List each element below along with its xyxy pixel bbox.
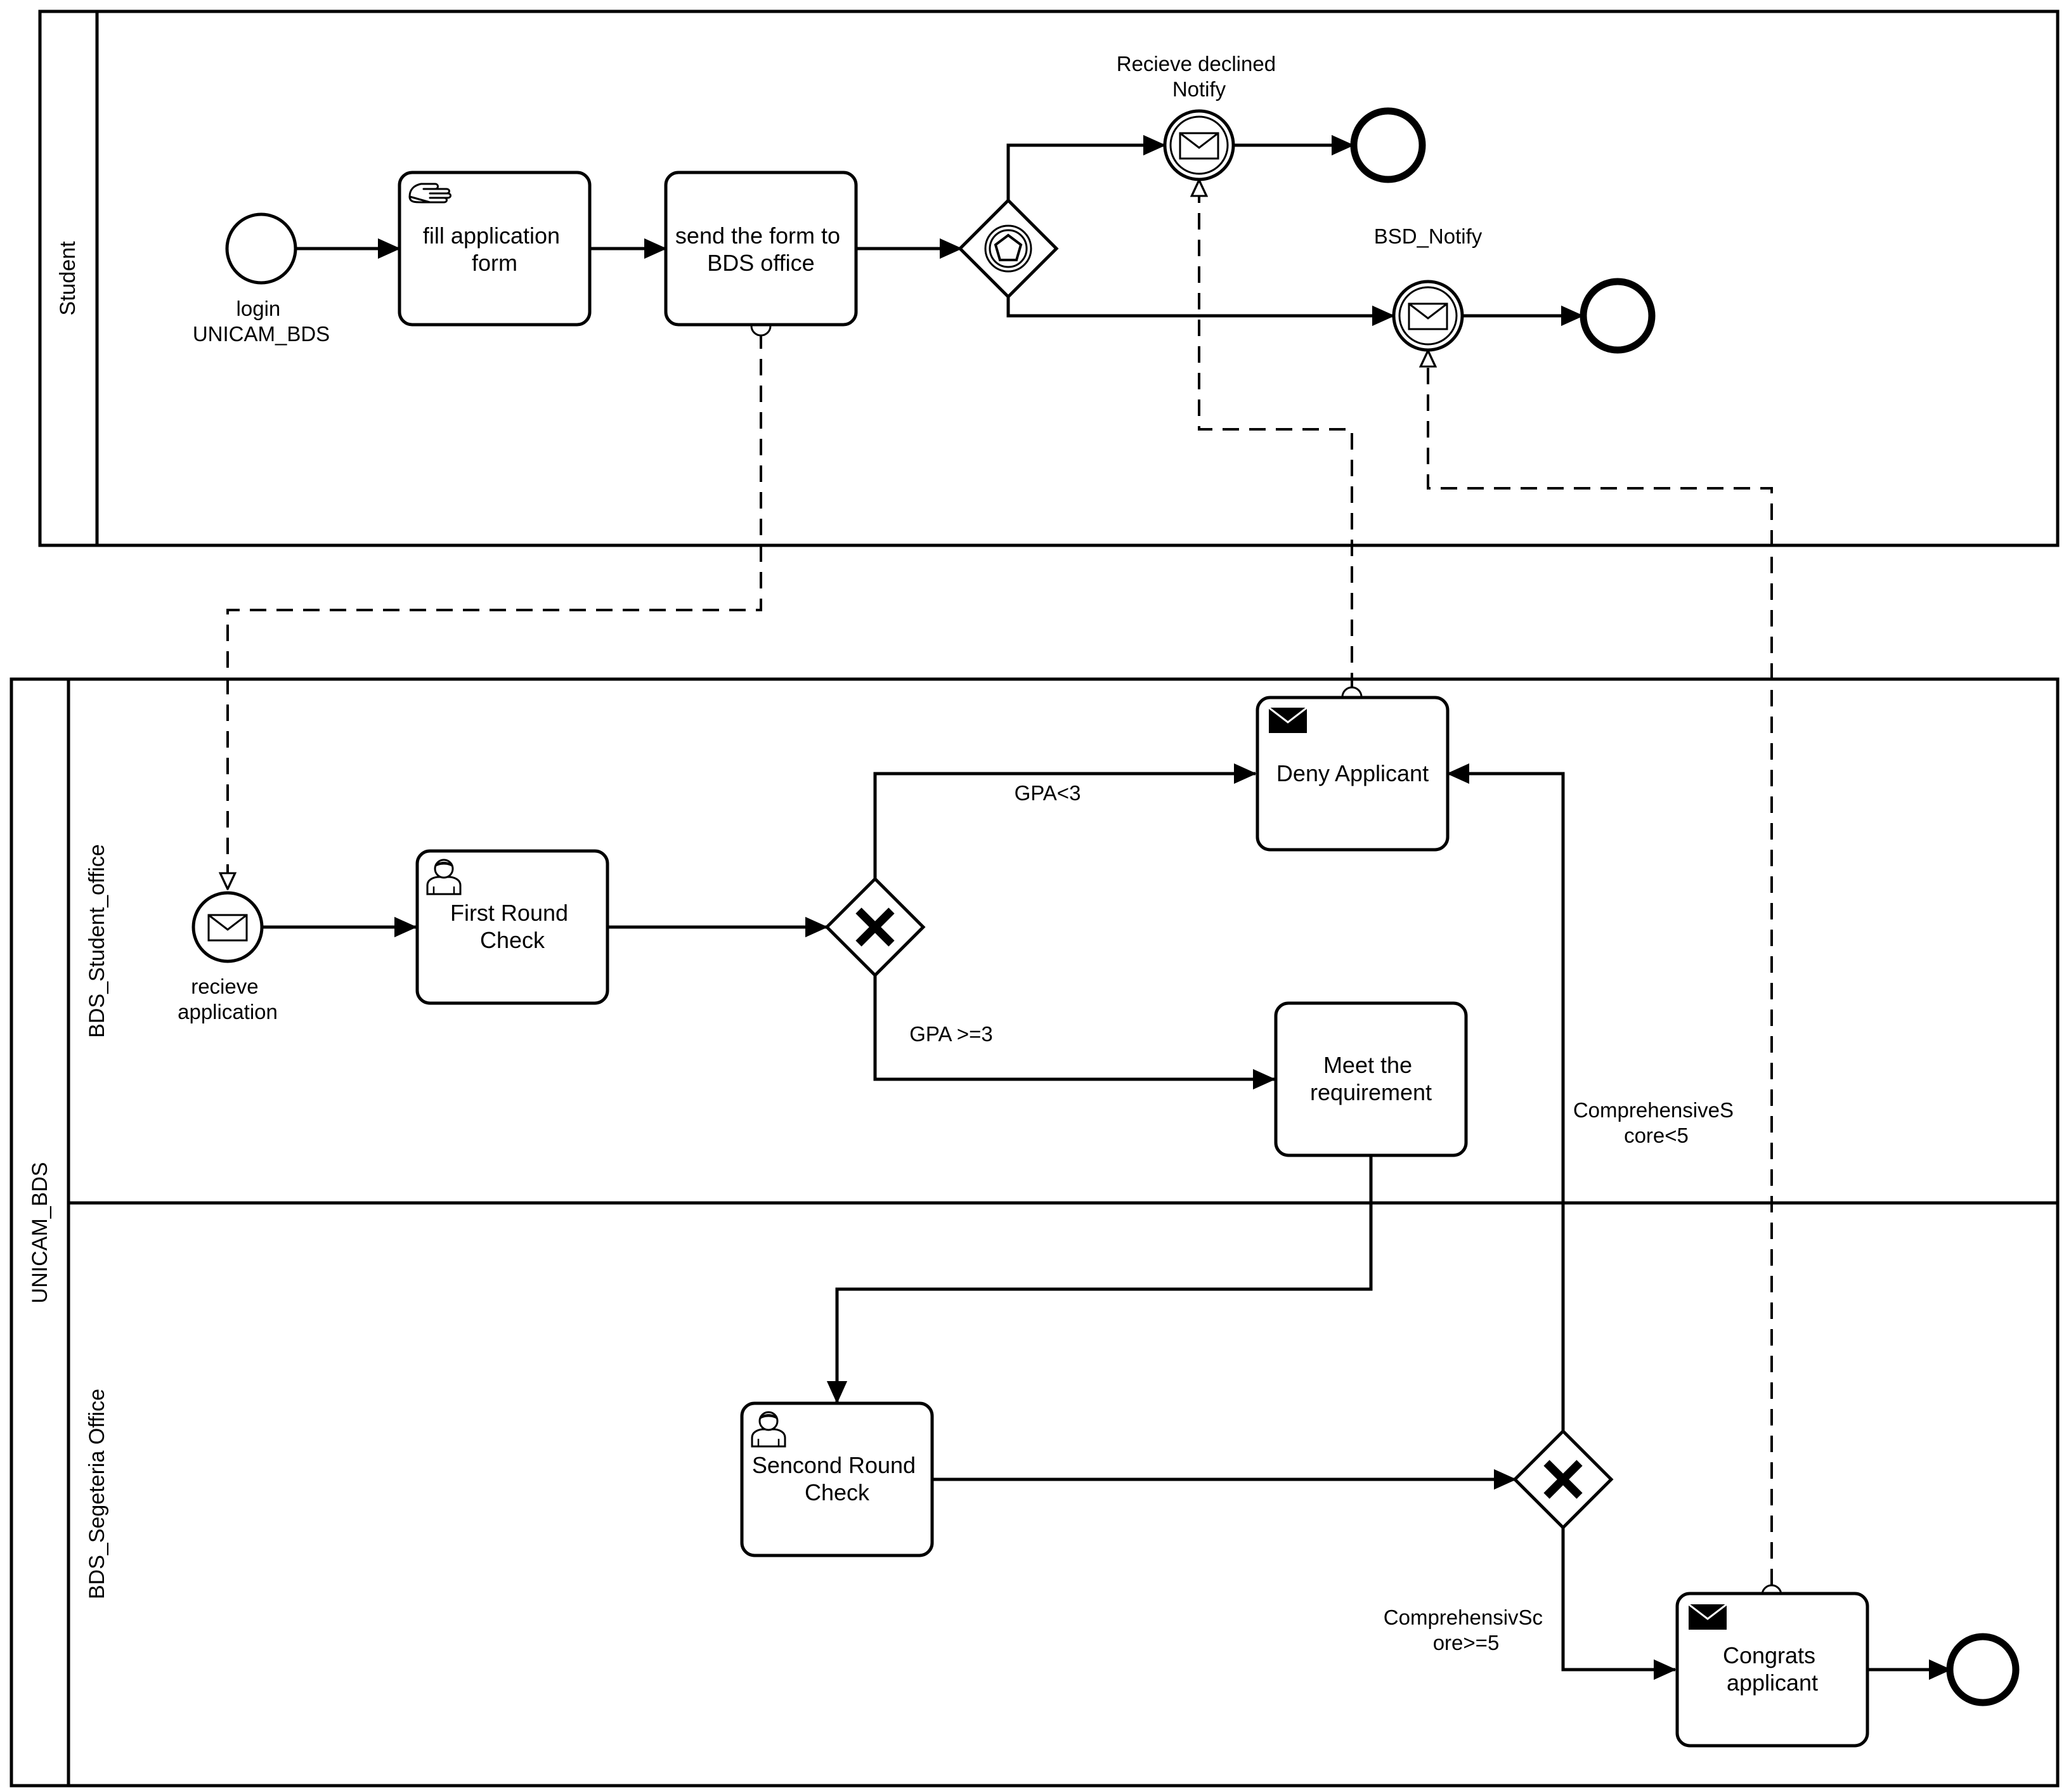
intermediate-event-declined-label: Recieve declined Notify	[1117, 52, 1282, 101]
flow-xor-to-deny	[873, 763, 1257, 879]
lane-office-label: BDS_Student_office	[85, 844, 109, 1038]
flow-meet-to-second	[826, 1155, 1373, 1404]
pool-unicam: UNICAM_BDS BDS_Student_office BDS_Segete…	[10, 677, 2060, 1788]
end-event-congrats[interactable]	[1946, 1633, 2020, 1706]
task-first-label: First Round Check	[450, 900, 574, 953]
task-fill-application-form[interactable]: fill application form	[398, 171, 592, 327]
flow-gateway-to-bsd	[1006, 297, 1395, 327]
end-event-bsd[interactable]	[1580, 278, 1656, 354]
task-congrats-applicant[interactable]: Congrats applicant	[1675, 1592, 1869, 1748]
user-icon	[751, 1411, 786, 1448]
envelope-filled-icon	[1268, 706, 1308, 733]
condition-gpa-low: GPA<3	[1015, 781, 1081, 805]
start-event-receive-label: recieve application	[178, 975, 278, 1023]
task-congrats-label: Congrats applicant	[1723, 1642, 1822, 1696]
condition-gpa-ok: GPA >=3	[909, 1022, 992, 1046]
task-second-label: Sencond Round Check	[752, 1452, 922, 1505]
intermediate-event-bsd-notify-label: BSD_Notify	[1374, 224, 1483, 248]
pool-student-label: Student	[56, 241, 80, 316]
task-send-label: send the form to BDS office	[675, 223, 847, 276]
exclusive-gateway-gpa[interactable]	[824, 876, 926, 978]
pool-unicam-label: UNICAM_BDS	[28, 1162, 52, 1304]
intermediate-event-bsd-notify[interactable]	[1392, 280, 1464, 352]
message-send-to-receive	[228, 332, 762, 889]
task-second-round-check[interactable]: Sencond Round Check	[740, 1401, 934, 1557]
lane-segeteria-label: BDS_Segeteria Office	[85, 1389, 109, 1599]
task-fill-label: fill application form	[423, 223, 566, 276]
flow-xor2-to-deny	[1446, 763, 1565, 1431]
task-deny-applicant[interactable]: Deny Applicant	[1256, 696, 1450, 852]
flow-xor-to-meet	[873, 975, 1276, 1090]
condition-score-ok: ComprehensivSc ore>=5	[1384, 1606, 1548, 1654]
user-icon	[426, 859, 462, 895]
condition-score-low: ComprehensiveS core<5	[1573, 1098, 1739, 1147]
pentagon-icon	[994, 233, 1023, 261]
task-send-form[interactable]: send the form to BDS office	[664, 171, 858, 327]
pool-student: Student	[38, 10, 2060, 547]
envelope-icon	[1408, 302, 1448, 330]
exclusive-gateway-score[interactable]	[1512, 1429, 1614, 1530]
message-deny-to-declined	[1199, 180, 1353, 689]
flow-gateway-to-declined	[1006, 134, 1166, 200]
flow-xor2-to-congrats	[1561, 1528, 1677, 1680]
start-event-receive-application[interactable]	[191, 891, 264, 963]
task-first-round-check[interactable]: First Round Check	[415, 849, 609, 1005]
intermediate-event-declined[interactable]	[1163, 109, 1235, 181]
message-congrats-to-bsd	[1428, 351, 1773, 1585]
sequence-flows	[262, 134, 1952, 1680]
start-event-login-label: login UNICAM_BDS	[193, 297, 330, 346]
task-meet-requirement[interactable]: Meet the requirement	[1274, 1001, 1468, 1157]
start-event-login[interactable]	[225, 212, 297, 285]
envelope-filled-icon	[1688, 1603, 1727, 1630]
task-deny-label: Deny Applicant	[1276, 760, 1429, 786]
envelope-icon	[1179, 132, 1219, 160]
x-icon	[855, 907, 895, 947]
hand-icon	[408, 183, 451, 204]
envelope-icon	[207, 914, 248, 942]
task-meet-label: Meet the requirement	[1310, 1052, 1432, 1105]
event-based-gateway[interactable]	[957, 198, 1059, 299]
end-event-declined[interactable]	[1350, 107, 1426, 183]
x-icon	[1543, 1460, 1583, 1499]
